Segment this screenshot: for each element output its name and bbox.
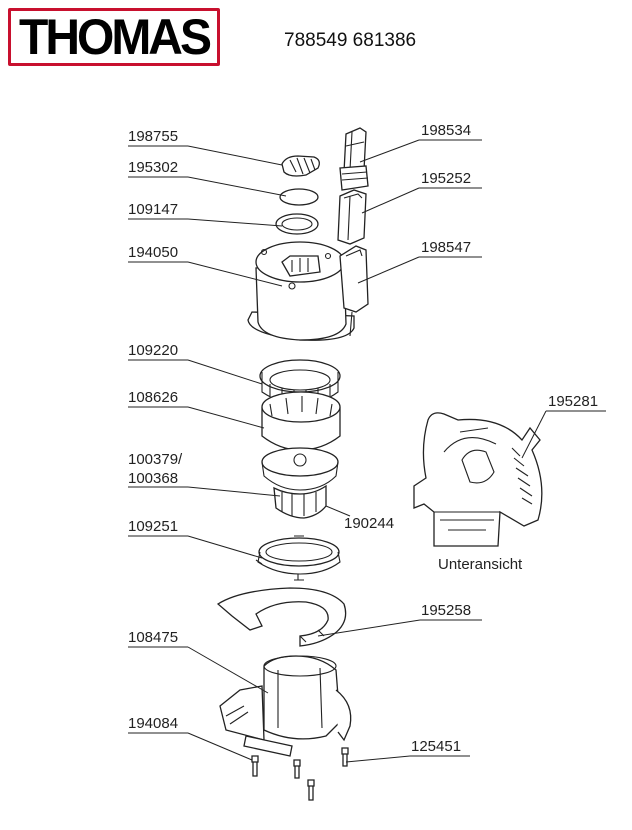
- label-195302: 195302: [128, 159, 178, 176]
- logo-text: THOMAS: [19, 9, 212, 66]
- part-194050-housing: [247, 241, 369, 341]
- part-108626-cylinder: [261, 391, 341, 451]
- label-108626: 108626: [128, 389, 178, 406]
- label-198547: 198547: [421, 239, 471, 256]
- label-100368: 100368: [128, 470, 178, 487]
- underside-caption: Unteransicht: [438, 556, 523, 573]
- document-codes: 788549 681386: [284, 30, 417, 51]
- part-198534-nozzle: [339, 127, 369, 191]
- label-109251: 109251: [128, 518, 178, 535]
- label-100379: 100379/: [128, 451, 183, 468]
- part-100379-motor: [261, 447, 339, 519]
- part-109147-seal: [275, 213, 319, 235]
- part-195302-pad: [279, 188, 319, 206]
- label-109220: 109220: [128, 342, 178, 359]
- label-195252: 195252: [421, 170, 471, 187]
- part-195258-clip-ring: [216, 587, 347, 647]
- underside-view-195281: [413, 412, 543, 547]
- label-108475: 108475: [128, 629, 178, 646]
- label-198755: 198755: [128, 128, 178, 145]
- label-190244: 190244: [344, 515, 394, 532]
- label-198534: 198534: [421, 122, 471, 139]
- part-109251-ring: [255, 535, 341, 581]
- label-194084: 194084: [128, 715, 178, 732]
- part-195252-sleeve: [337, 189, 367, 245]
- label-195258: 195258: [421, 602, 471, 619]
- label-109147: 109147: [128, 201, 178, 218]
- leader-lines: [128, 139, 606, 763]
- part-194084-screws: [251, 755, 315, 801]
- thomas-logo: THOMAS: [8, 8, 220, 66]
- part-108475-base: [219, 655, 352, 757]
- label-125451: 125451: [411, 738, 461, 755]
- label-195281: 195281: [548, 393, 598, 410]
- part-125451-screw: [341, 747, 349, 767]
- label-194050: 194050: [128, 244, 178, 261]
- part-198755-filter-grid: [281, 155, 320, 177]
